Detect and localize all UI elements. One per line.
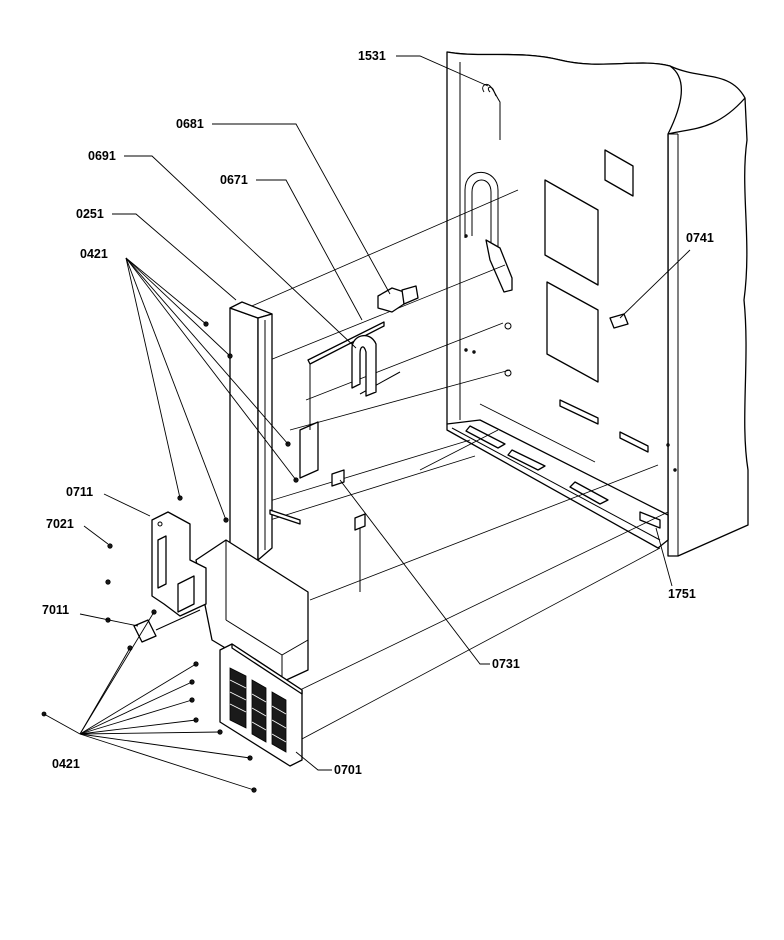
callout-0741: 0741 [686,231,714,245]
callout-0421-top: 0421 [80,247,108,261]
callout-7021: 7021 [46,517,74,531]
small-bracket [331,469,366,592]
callout-0681: 0681 [176,117,204,131]
callout-0421-bottom: 0421 [52,757,80,771]
callout-7011: 7011 [42,603,69,617]
callout-0251: 0251 [76,207,104,221]
callout-0701: 0701 [334,763,362,777]
left-bracket [151,511,207,617]
assembly-guide-lines [237,189,669,741]
plug-part [609,313,629,329]
water-tube-loop [464,171,513,293]
callout-0731: 0731 [492,657,520,671]
callout-0691: 0691 [88,149,116,163]
bracket-assembly [299,285,419,479]
cabinet-back-panel [446,51,749,557]
grille [219,643,303,767]
callout-labels: 1531 0681 0691 0671 0251 0421 0741 0711 … [42,49,714,777]
vertical-panel [229,301,301,561]
callout-1531: 1531 [358,49,386,63]
cabinet-base [446,403,669,549]
drain-tube [482,83,501,140]
callout-0671: 0671 [220,173,248,187]
callout-1751: 1751 [668,587,696,601]
front-shroud [195,539,309,683]
leader-lines [43,55,691,791]
callout-0711: 0711 [66,485,93,499]
hinge-plate [133,609,201,643]
